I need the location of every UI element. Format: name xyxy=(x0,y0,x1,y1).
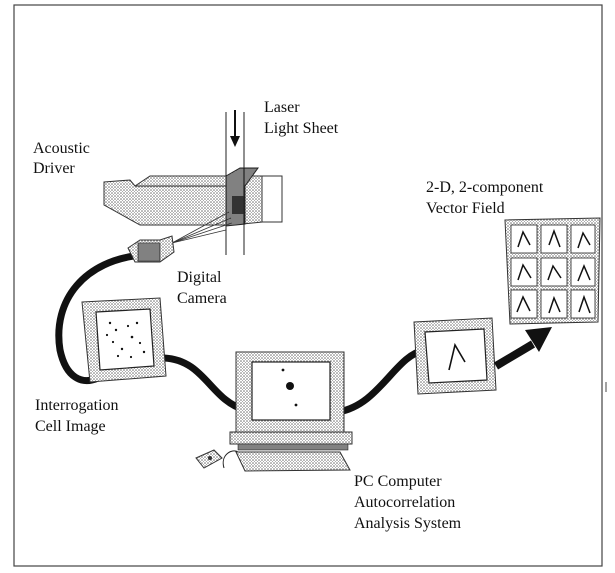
acoustic-driver-apparatus xyxy=(103,167,283,227)
laser-light-sheet xyxy=(225,110,245,255)
vector-cell xyxy=(510,257,538,287)
digital-camera xyxy=(127,235,175,263)
vector-cell xyxy=(540,257,568,287)
pc-base xyxy=(229,431,353,445)
vector-cell xyxy=(510,224,538,254)
interrogation-cell-label: Interrogation Cell Image xyxy=(35,397,123,435)
computer-to-monitor-cable xyxy=(337,346,426,416)
pc-computer xyxy=(195,351,353,472)
digital-camera-label: Digital Camera xyxy=(177,269,227,307)
output-arrow xyxy=(493,327,552,370)
vector-cell xyxy=(570,289,596,319)
laser-light-sheet-label: Laser Light Sheet xyxy=(264,99,339,137)
vector-arrows xyxy=(516,228,591,314)
pc-keyboard xyxy=(235,451,351,472)
pc-mouse xyxy=(195,449,223,469)
vector-cell xyxy=(540,289,568,319)
acoustic-driver-label: Acoustic Driver xyxy=(33,140,94,177)
vector-field-grid xyxy=(504,217,601,325)
interrogation-cell-monitor xyxy=(81,297,167,383)
vector-cell xyxy=(570,224,596,254)
vector-field-label: 2-D, 2-component Vector Field xyxy=(426,179,547,217)
camera-cable xyxy=(55,251,146,384)
particle-dots xyxy=(105,321,146,359)
figure-frame xyxy=(13,4,603,567)
vector-cell xyxy=(510,289,538,319)
vector-cell xyxy=(570,257,596,287)
camera-view-rays xyxy=(171,211,233,244)
pc-system-label: PC Computer Autocorrelation Analysis Sys… xyxy=(354,473,462,532)
output-vector-monitor xyxy=(413,317,497,395)
